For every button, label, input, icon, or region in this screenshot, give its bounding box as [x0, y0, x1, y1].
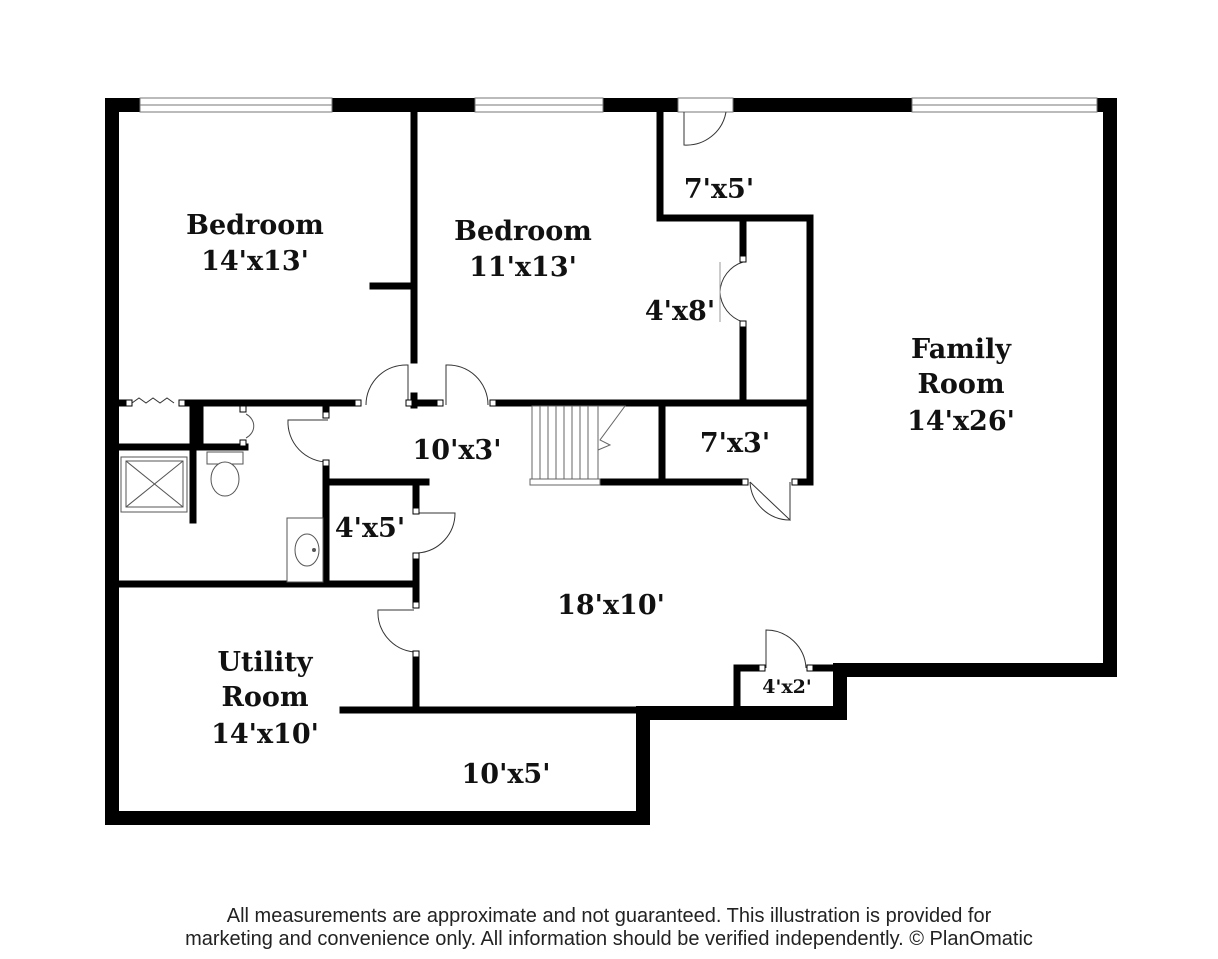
family-room-name-line2: Room [917, 369, 1004, 400]
disclaimer-line-1: All measurements are approximate and not… [226, 905, 992, 927]
closet-7x3-dims: 7'x3' [700, 428, 770, 459]
disclaimer-line-2: marketing and convenience only. All info… [185, 928, 1033, 950]
bedroom-2-name: Bedroom [454, 216, 592, 247]
interior-walls [116, 108, 844, 714]
bedroom-1-name: Bedroom [186, 210, 324, 241]
utility-room-name-line2: Room [221, 682, 308, 713]
windows [139, 97, 1098, 113]
family-room-name-line1: Family [911, 334, 1012, 365]
bifold-door [131, 397, 175, 404]
room-labels: Bedroom 14'x13' Bedroom 11'x13' 7'x5' 4'… [186, 174, 1015, 790]
hall-10x3-dims: 10'x3' [413, 435, 502, 466]
area-18x10-dims: 18'x10' [557, 590, 665, 621]
storage-10x5-dims: 10'x5' [462, 759, 551, 790]
closet-4x5-dims: 4'x5' [335, 513, 405, 544]
bedroom-2-dims: 11'x13' [469, 252, 577, 283]
utility-room-name-line1: Utility [218, 647, 314, 678]
family-room-dims: 14'x26' [907, 406, 1015, 437]
doors [287, 111, 807, 669]
closet-7x5-dims: 7'x5' [684, 174, 754, 205]
closet-4x8-dims: 4'x8' [645, 296, 715, 327]
utility-room-dims: 14'x10' [211, 719, 319, 750]
bathroom-fixtures [120, 413, 324, 583]
closet-4x2-dims: 4'x2' [762, 676, 811, 698]
stairs [529, 405, 626, 486]
door-jambs [125, 255, 814, 672]
bedroom-1-dims: 14'x13' [201, 246, 309, 277]
floor-plan: Bedroom 14'x13' Bedroom 11'x13' 7'x5' 4'… [105, 97, 1117, 825]
